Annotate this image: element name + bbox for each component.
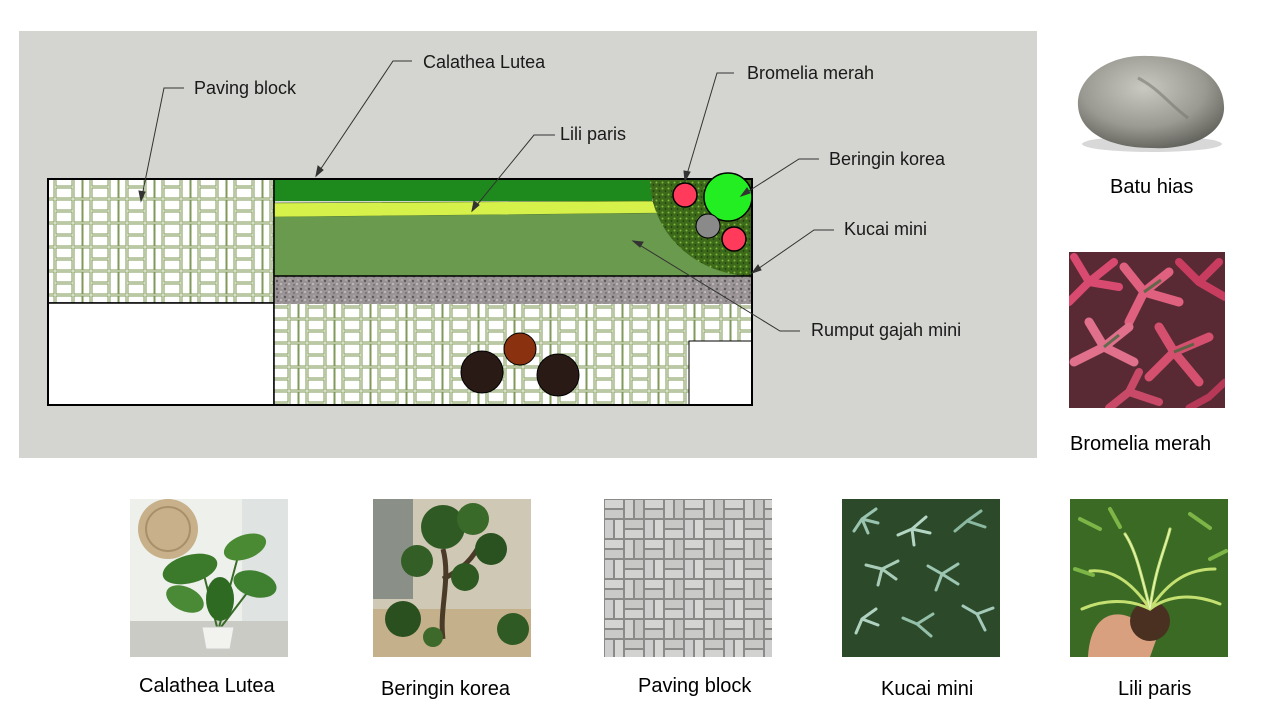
caption-calathea-lutea: Calathea Lutea	[139, 675, 275, 697]
garden-plan-panel: Paving block Calathea Lutea Bromelia mer…	[19, 31, 1037, 458]
gravel-strip	[274, 276, 752, 304]
calathea-strip	[274, 179, 652, 201]
paving-area-left	[47, 178, 275, 304]
caption-kucai-mini: Kucai mini	[881, 678, 974, 700]
empty-area-right	[688, 340, 753, 406]
rumput-area	[274, 213, 752, 276]
empty-area-left	[47, 302, 275, 406]
label-paving-block: Paving block	[194, 78, 297, 98]
calathea-lutea-photo	[130, 499, 288, 657]
caption-beringin-korea: Beringin korea	[381, 678, 510, 700]
garden-plan-drawing	[47, 60, 834, 406]
dark-stone	[460, 350, 504, 394]
kucai-mini-photo	[842, 499, 1000, 657]
label-kucai: Kucai mini	[844, 219, 928, 239]
beringin-plant	[703, 172, 753, 222]
caption-lili-paris: Lili paris	[1118, 678, 1192, 700]
caption-batu-hias: Batu hias	[1110, 176, 1194, 198]
brown-stone	[503, 332, 537, 366]
bromelia-plant	[672, 182, 698, 208]
paving-block-photo	[604, 499, 772, 657]
lili-paris-photo	[1070, 499, 1228, 657]
label-calathea: Calathea Lutea	[423, 52, 546, 72]
label-beringin: Beringin korea	[829, 149, 946, 169]
caption-paving-block: Paving block	[638, 675, 752, 697]
label-lili: Lili paris	[560, 124, 627, 144]
label-rumput: Rumput gajah mini	[811, 320, 962, 340]
bromelia-merah-photo	[1069, 252, 1225, 408]
batu-small	[695, 213, 721, 239]
dark-stone	[536, 353, 580, 397]
caption-bromelia-merah: Bromelia merah	[1070, 433, 1212, 455]
bromelia-plant	[721, 226, 747, 252]
label-bromelia: Bromelia merah	[747, 63, 875, 83]
callout-lines	[138, 60, 834, 332]
batu-hias-photo	[1068, 48, 1230, 158]
beringin-korea-photo	[373, 499, 531, 657]
